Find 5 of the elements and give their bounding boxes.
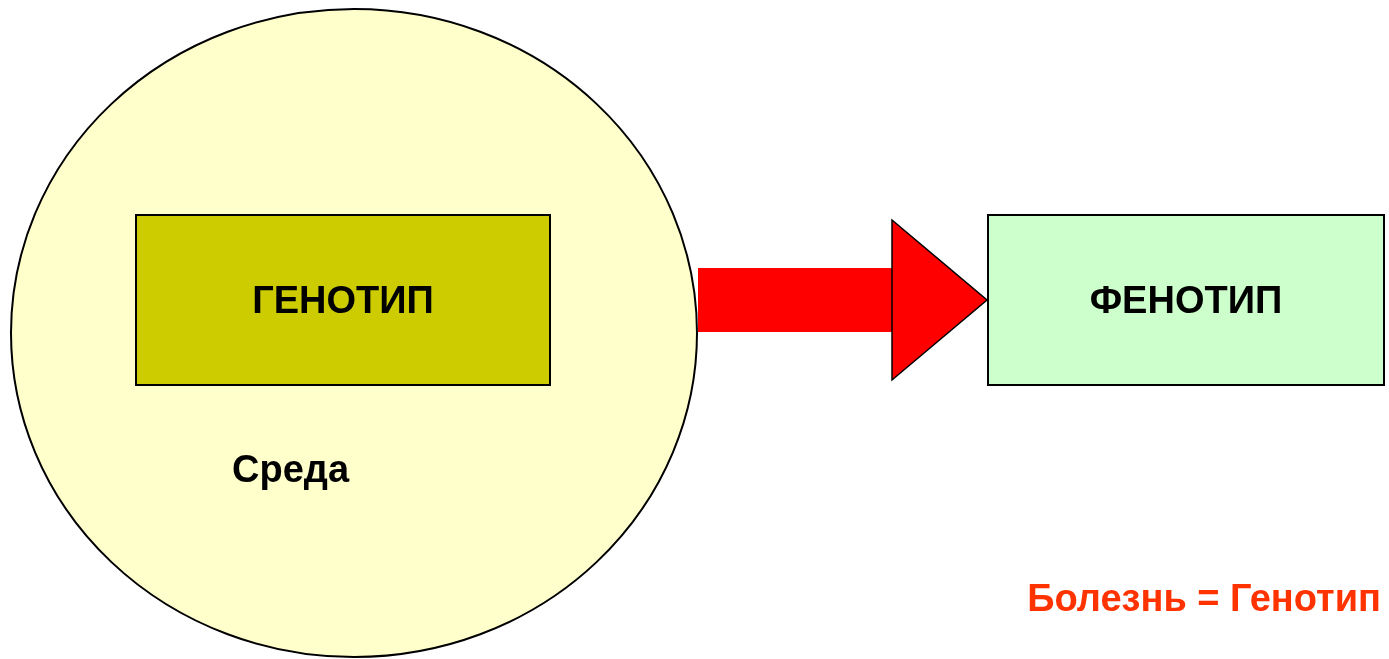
phenotype-box: ФЕНОТИП <box>987 214 1385 386</box>
block-arrow <box>698 219 988 381</box>
formula-text: Болезнь = Генотип <box>1027 577 1381 620</box>
node-label: Среда <box>232 448 350 491</box>
genotype-box: ГЕНОТИП <box>135 214 551 386</box>
